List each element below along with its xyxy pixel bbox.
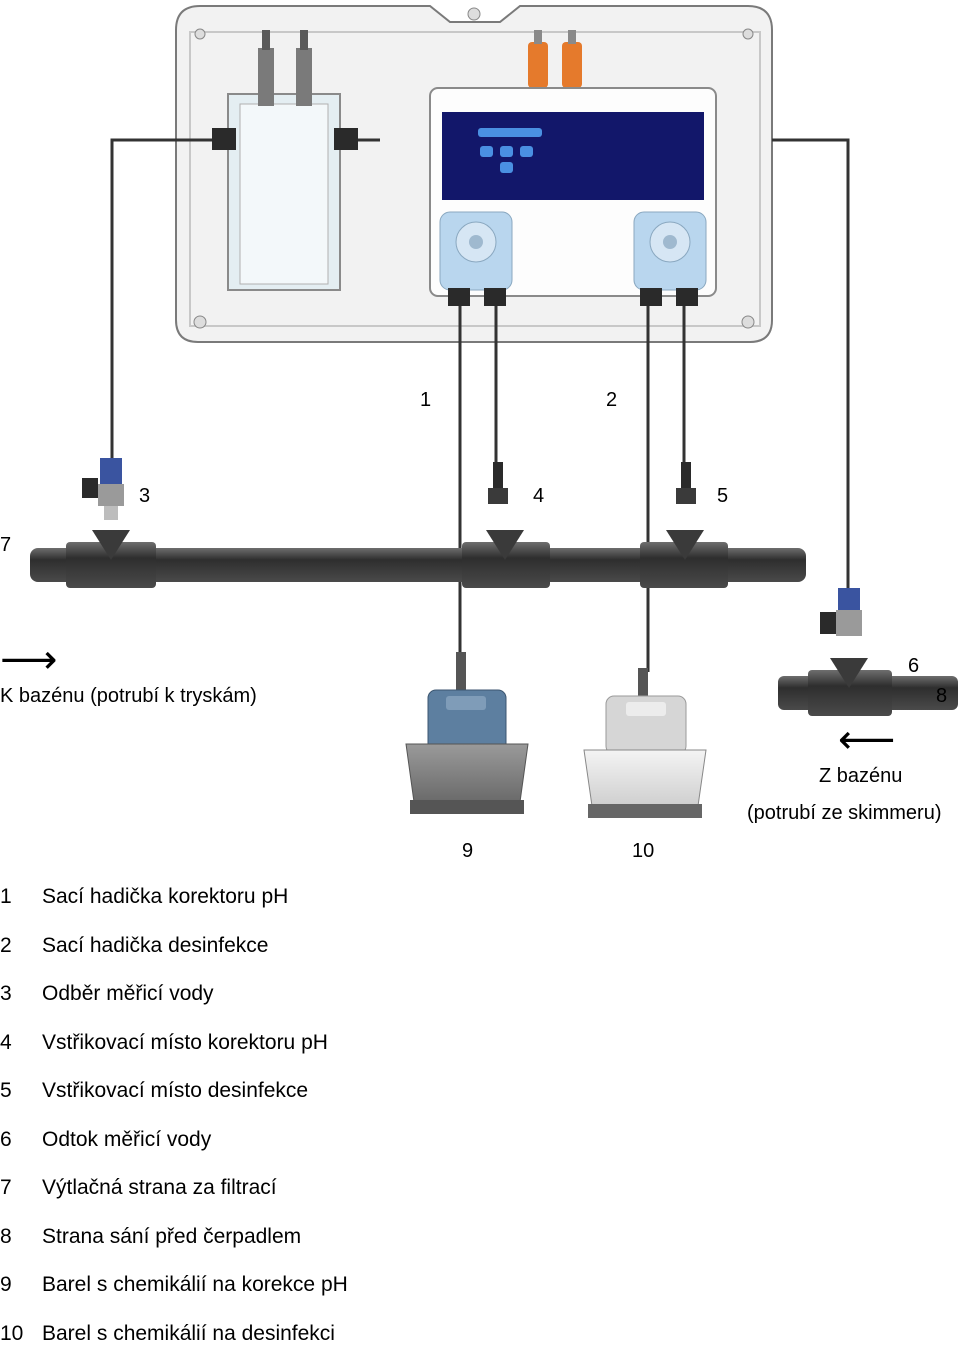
legend-item: 5 Vstřikovací místo desinfekce [0,1078,960,1127]
from-pool-arrow: ⟵ [838,720,895,760]
legend: 1 Sací hadička korektoru pH 2 Sací hadič… [0,884,960,1369]
to-pool-label: K bazénu (potrubí k tryskám) [0,684,257,708]
callout-1: 1 [420,388,431,412]
legend-text: Sací hadička desinfekce [42,933,268,959]
legend-item: 2 Sací hadička desinfekce [0,933,960,982]
injection-valves [488,462,696,504]
suction-pipe [778,588,958,716]
legend-item: 10 Barel s chemikálií na desinfekci [0,1321,960,1369]
legend-item: 3 Odběr měřicí vody [0,981,960,1030]
callout-7: 7 [0,533,11,557]
disinfection-canister [584,668,706,818]
legend-text: Odběr měřicí vody [42,981,214,1007]
callout-9: 9 [462,839,473,863]
legend-text: Výtlačná strana za filtrací [42,1175,277,1201]
legend-text: Vstřikovací místo korektoru pH [42,1030,328,1056]
callout-3: 3 [139,484,150,508]
callout-4: 4 [533,484,544,508]
legend-item: 9 Barel s chemikálií na korekce pH [0,1272,960,1321]
callout-10: 10 [632,839,654,863]
sampling-valve [82,458,124,520]
legend-item: 6 Odtok měřicí vody [0,1127,960,1176]
callout-2: 2 [606,388,617,412]
callout-5: 5 [717,484,728,508]
legend-number: 3 [0,981,12,1007]
legend-text: Barel s chemikálií na korekce pH [42,1272,348,1298]
callout-6: 6 [908,654,919,678]
legend-text: Vstřikovací místo desinfekce [42,1078,308,1104]
installation-diagram: 1 2 3 4 5 7 6 8 9 10 ⟶ K bazénu (potrubí… [0,0,960,860]
legend-number: 6 [0,1127,12,1153]
legend-number: 4 [0,1030,12,1056]
legend-item: 7 Výtlačná strana za filtrací [0,1175,960,1224]
return-pipe [30,530,806,588]
controller-unit [430,88,716,306]
legend-text: Sací hadička korektoru pH [42,884,288,910]
legend-number: 5 [0,1078,12,1104]
legend-item: 8 Strana sání před čerpadlem [0,1224,960,1273]
legend-number: 7 [0,1175,12,1201]
legend-number: 8 [0,1224,12,1250]
from-pool-label: Z bazénu [819,764,902,788]
installation-drawing [0,0,960,860]
legend-text: Odtok měřicí vody [42,1127,211,1153]
ph-canister [406,652,528,814]
legend-number: 9 [0,1272,12,1298]
legend-number: 2 [0,933,12,959]
legend-item: 1 Sací hadička korektoru pH [0,884,960,933]
legend-text: Strana sání před čerpadlem [42,1224,301,1250]
to-pool-arrow: ⟶ [0,640,57,680]
legend-number: 1 [0,884,12,910]
from-pool-sublabel: (potrubí ze skimmeru) [747,801,942,825]
callout-8: 8 [936,684,947,708]
legend-item: 4 Vstřikovací místo korektoru pH [0,1030,960,1079]
